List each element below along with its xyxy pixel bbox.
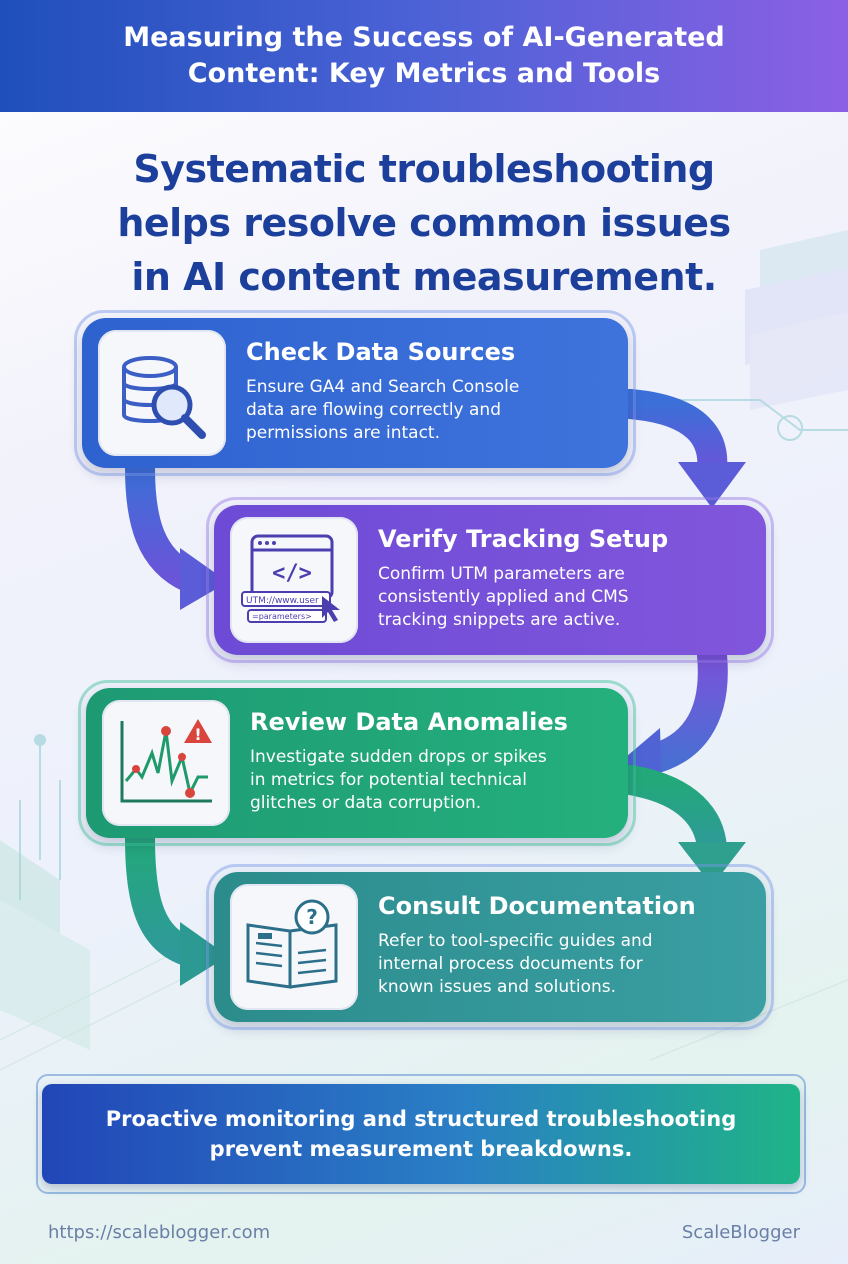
step-card-verify-tracking-setup: </> UTM://www.user =parameters> Verify T… (206, 497, 774, 663)
header-bar: Measuring the Success of AI-Generated Co… (0, 0, 848, 112)
code-window-icon: </> UTM://www.user =parameters> (230, 517, 358, 643)
svg-text:!: ! (194, 725, 201, 744)
summary-banner-text: Proactive monitoring and structured trou… (105, 1107, 737, 1161)
step-description: Confirm UTM parameters are consistently … (378, 564, 629, 630)
book-question-icon: ? (230, 884, 358, 1010)
step-card-review-data-anomalies: ! Review Data Anomalies Investigate sudd… (78, 680, 636, 846)
step-description: Investigate sudden drops or spikes in me… (250, 747, 547, 813)
arrow-right-2 (635, 640, 728, 775)
summary-banner: Proactive monitoring and structured trou… (36, 1074, 806, 1194)
svg-text:</>: </> (272, 561, 312, 586)
database-search-icon (98, 330, 226, 456)
anomaly-chart-icon: ! (102, 700, 230, 826)
footer-url[interactable]: https://scaleblogger.com (48, 1222, 271, 1243)
footer-brand: ScaleBlogger (681, 1222, 800, 1243)
step-title: Review Data Anomalies (250, 708, 568, 736)
step-title: Consult Documentation (378, 892, 696, 920)
arrow-right-1 (615, 389, 728, 485)
step-title: Verify Tracking Setup (378, 525, 669, 553)
page-title: Measuring the Success of AI-Generated Co… (123, 22, 725, 89)
icon-url-text: UTM://www.user (246, 596, 319, 606)
arrow-left-1 (125, 453, 205, 593)
svg-text:?: ? (306, 905, 318, 929)
step-description: Refer to tool-specific guides and intern… (378, 931, 653, 997)
step-description: Ensure GA4 and Search Console data are f… (246, 377, 520, 443)
step-card-consult-documentation: ? Consult Documentation Refer to tool-sp… (206, 864, 774, 1030)
icon-params-text: =parameters> (252, 612, 312, 621)
arrow-left-3 (125, 823, 205, 967)
step-title: Check Data Sources (246, 338, 516, 366)
arrow-right-3 (615, 765, 727, 863)
headline: Systematic troubleshooting helps resolve… (117, 147, 731, 299)
step-card-check-data-sources: Check Data Sources Ensure GA4 and Search… (74, 310, 636, 476)
